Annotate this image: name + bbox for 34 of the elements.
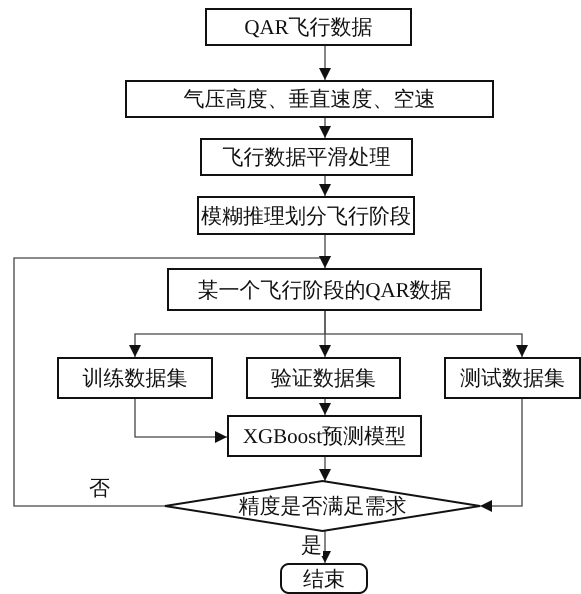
node-label: 精度是否满足需求	[238, 493, 406, 520]
node-label: 模糊推理划分飞行阶段	[201, 202, 411, 230]
arrow	[324, 311, 528, 357]
node-label: 测试数据集	[460, 365, 565, 392]
process-box	[167, 268, 482, 311]
process-box	[125, 80, 494, 118]
arrow	[319, 531, 331, 563]
node-label: 飞行数据平滑处理	[222, 144, 390, 171]
arrow	[480, 399, 523, 512]
arrow	[319, 118, 331, 138]
arrow	[134, 399, 227, 443]
process-box	[246, 357, 401, 399]
node-label: 某一个飞行阶段的QAR数据	[197, 276, 452, 304]
process-box	[227, 415, 422, 457]
arrow	[319, 457, 331, 481]
arrow	[319, 176, 331, 196]
node-label: XGBoost预测模型	[242, 423, 406, 450]
edge-label: 是	[300, 535, 323, 556]
process-box	[200, 138, 413, 176]
node-label: 训练数据集	[82, 365, 188, 392]
process-box	[197, 196, 415, 235]
node-label: 验证数据集	[271, 365, 376, 392]
node-label: QAR飞行数据	[244, 14, 373, 41]
process-box	[57, 357, 213, 399]
arrow	[319, 399, 331, 415]
edge-label: 否	[88, 478, 111, 499]
node-label: 气压高度、垂直速度、空速	[184, 86, 436, 113]
process-box	[444, 357, 581, 399]
arrow	[13, 256, 331, 507]
process-box	[205, 8, 412, 46]
decision-diamond	[165, 481, 480, 531]
terminal-box	[280, 563, 368, 594]
arrow	[319, 46, 331, 80]
node-label: 结束	[303, 566, 345, 592]
